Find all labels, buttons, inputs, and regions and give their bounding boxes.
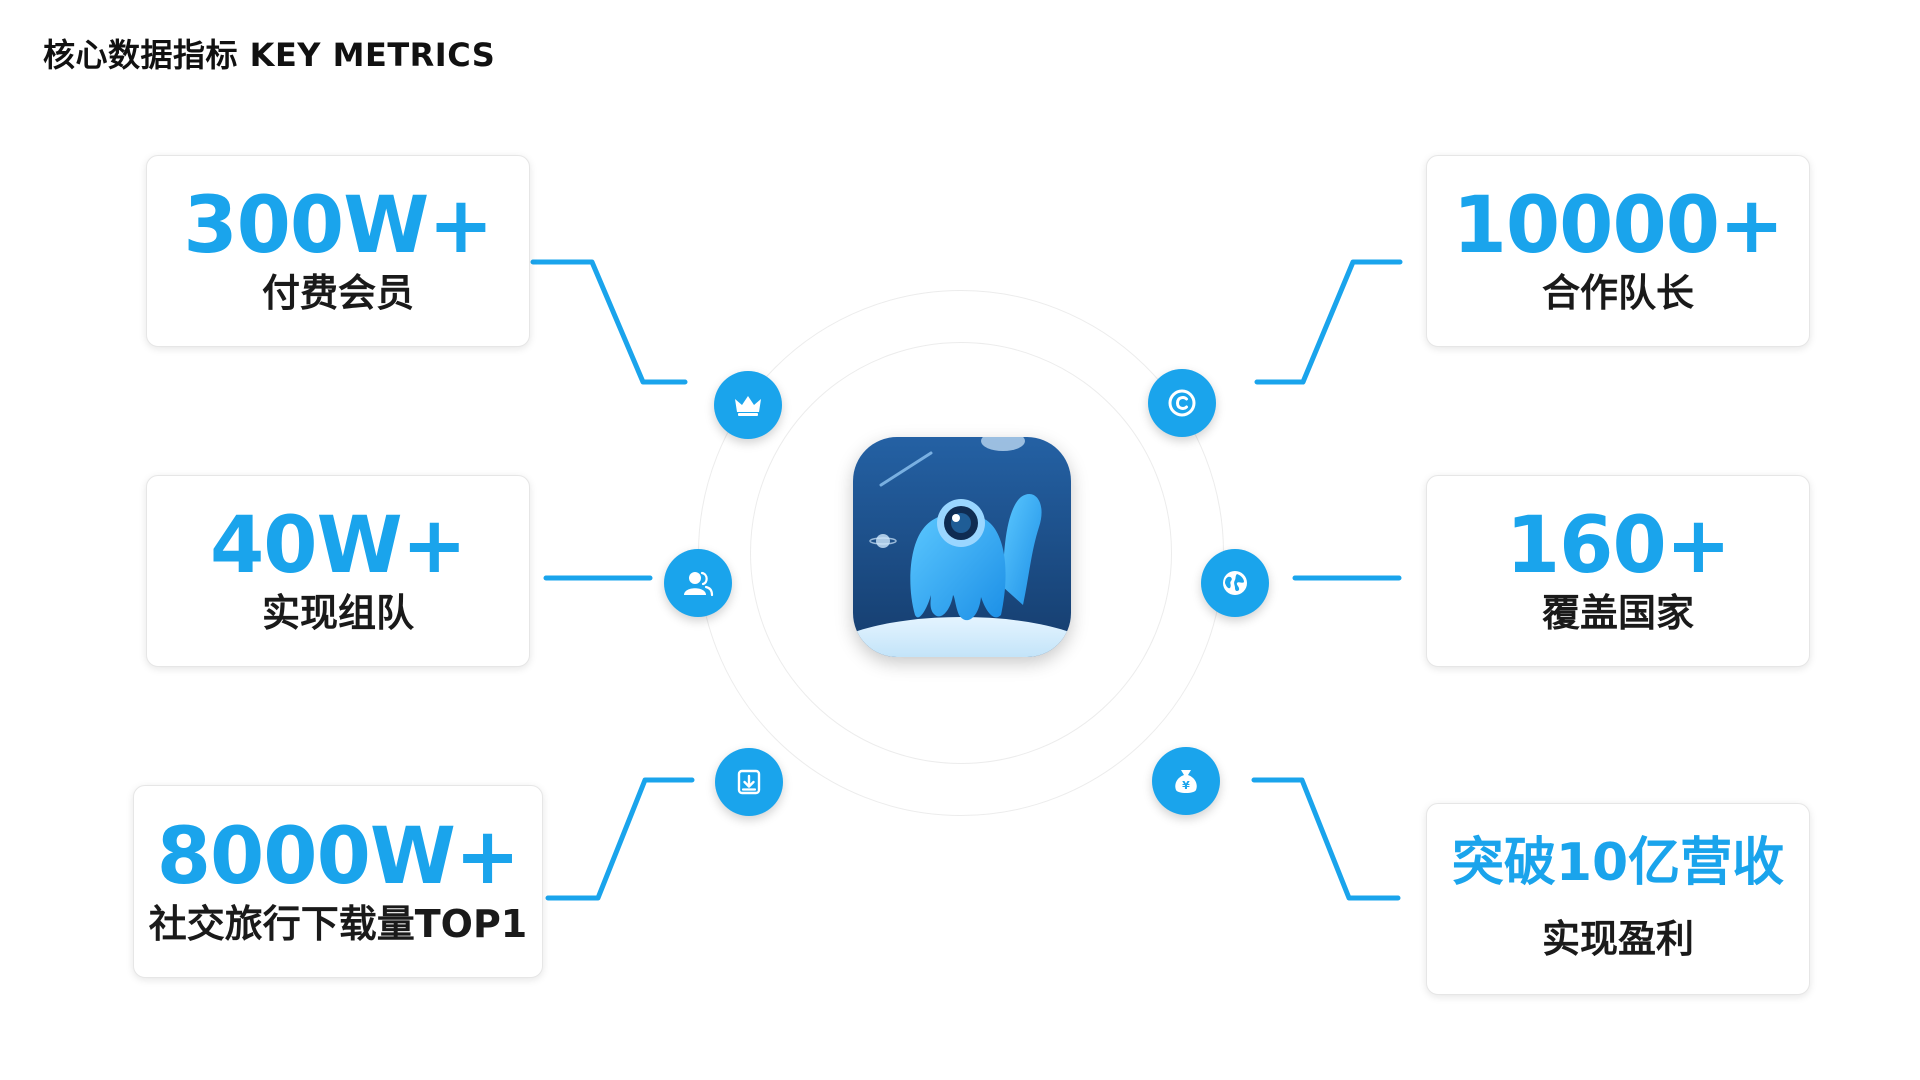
- globe-icon: [1201, 549, 1269, 617]
- users-icon: [664, 549, 732, 617]
- metric-value: 40W+: [210, 501, 467, 592]
- connector-line-captains: [1254, 259, 1403, 385]
- metric-label: 实现盈利: [1541, 917, 1694, 962]
- copyright-icon: [1148, 369, 1216, 437]
- metric-label: 实现组队: [261, 591, 414, 636]
- metric-value: 300W+: [183, 181, 493, 272]
- download-icon: [715, 748, 783, 816]
- metric-value: 160+: [1505, 501, 1731, 592]
- connector-line-downloads: [545, 777, 695, 901]
- money-bag-icon: ¥: [1152, 747, 1220, 815]
- crown-icon: [714, 371, 782, 439]
- metric-card-paid-members: 300W+ 付费会员: [146, 155, 530, 347]
- svg-text:¥: ¥: [1182, 779, 1190, 792]
- connector-line-paid-members: [530, 259, 688, 385]
- metric-label: 覆盖国家: [1541, 591, 1694, 636]
- metric-value: 8000W+: [156, 811, 520, 902]
- metric-card-downloads: 8000W+ 社交旅行下载量TOP1: [133, 785, 543, 978]
- metric-card-teams: 40W+ 实现组队: [146, 475, 530, 667]
- metric-card-captains: 10000+ 合作队长: [1426, 155, 1810, 347]
- metric-label: 合作队长: [1541, 271, 1694, 316]
- connector-line-revenue: [1251, 777, 1401, 901]
- inner-ring: [750, 342, 1172, 764]
- metric-card-revenue: 突破10亿营收 实现盈利: [1426, 803, 1810, 995]
- metric-label: 社交旅行下载量TOP1: [148, 901, 528, 946]
- metric-card-countries: 160+ 覆盖国家: [1426, 475, 1810, 667]
- metric-value: 10000+: [1452, 181, 1785, 272]
- metric-value: 突破10亿营收: [1451, 833, 1785, 894]
- page-title: 核心数据指标 KEY METRICS: [43, 36, 496, 74]
- metric-label: 付费会员: [261, 271, 414, 316]
- app-logo: [853, 437, 1071, 657]
